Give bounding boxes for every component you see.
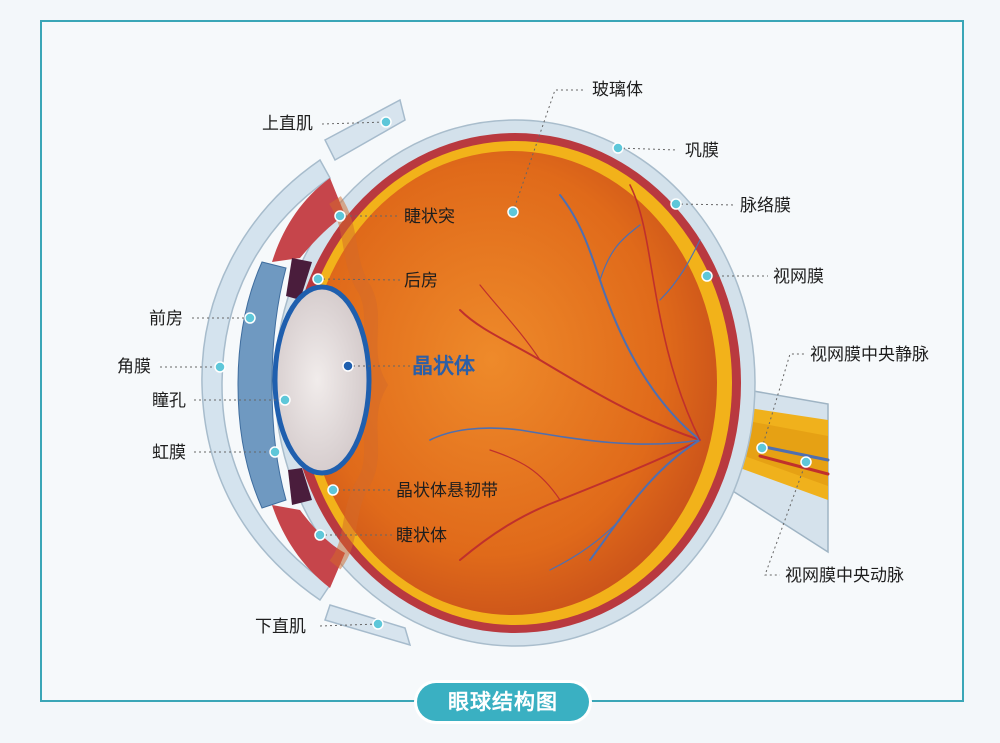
label-posterior-chamber: 后房	[404, 271, 438, 291]
label-cornea: 角膜	[117, 357, 151, 377]
vitreous-shape	[307, 151, 717, 615]
label-markers	[214, 116, 812, 630]
label-ciliary-process: 睫状突	[404, 207, 455, 227]
label-ciliary-body: 睫状体	[396, 526, 447, 546]
label-vitreous: 玻璃体	[592, 80, 643, 100]
diagram-title: 眼球结构图	[417, 683, 589, 721]
label-pupil: 瞳孔	[152, 391, 186, 411]
leader-lines	[160, 89, 807, 627]
lens-marker	[342, 360, 354, 372]
label-anterior-chamber: 前房	[149, 309, 183, 329]
ciliary-folds	[329, 196, 389, 570]
retinal-vessels	[429, 184, 830, 571]
label-central-retinal-vein: 视网膜中央静脉	[810, 345, 929, 365]
label-superior-rectus: 上直肌	[262, 114, 313, 134]
label-retina: 视网膜	[773, 267, 824, 287]
label-iris: 虹膜	[152, 443, 186, 463]
ciliary-muscle-top	[272, 178, 345, 262]
ciliary-muscle-bottom	[272, 505, 345, 588]
cornea-shape	[201, 158, 332, 602]
superior-rectus-muscle	[324, 98, 406, 162]
label-central-retinal-artery: 视网膜中央动脉	[785, 566, 904, 586]
lens-shape	[272, 284, 372, 476]
label-sclera: 巩膜	[685, 141, 719, 161]
label-lens: 晶状体	[412, 354, 475, 378]
posterior-chamber-bottom	[288, 468, 312, 505]
label-inferior-rectus: 下直肌	[255, 617, 306, 637]
posterior-chamber-top	[286, 258, 312, 300]
label-zonule: 晶状体悬韧带	[396, 481, 498, 501]
label-choroid: 脉络膜	[740, 196, 791, 216]
